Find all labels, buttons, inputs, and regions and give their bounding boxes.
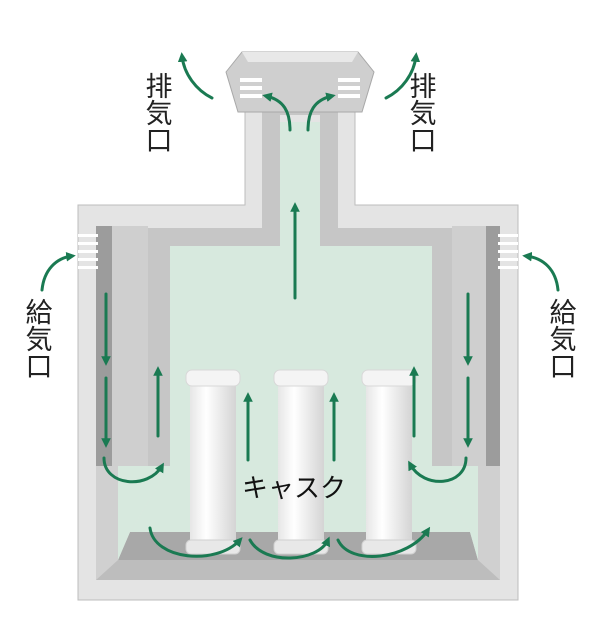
intake-vent-icon-right xyxy=(498,234,518,269)
exhaust-vent-icon-left xyxy=(240,78,262,98)
airflow-arrow-icon xyxy=(336,526,431,558)
airflow-arrow-icon xyxy=(306,92,336,132)
intake-label-right: 給気口 xyxy=(545,298,577,379)
exhaust-label-right: 排気口 xyxy=(405,72,436,153)
airflow-arrow-icon xyxy=(102,456,164,484)
exhaust-vent-icon-right xyxy=(338,78,360,98)
storage-building xyxy=(77,51,519,601)
airflow-arrow-icon xyxy=(248,536,330,560)
exhaust-label-left: 排気口 xyxy=(141,72,172,153)
intake-vent-icon-left xyxy=(78,234,98,269)
airflow-arrow-icon xyxy=(177,52,214,100)
airflow-arrow-icon xyxy=(148,526,243,558)
airflow-arrows xyxy=(40,52,560,560)
cask-label: キャスク xyxy=(242,474,346,504)
airflow-arrow-icon xyxy=(262,92,292,132)
cask-icon-right xyxy=(361,369,417,555)
cask-icon-center xyxy=(273,369,329,555)
airflow-arrow-icon xyxy=(40,251,76,292)
airflow-arrow-icon xyxy=(522,251,560,292)
airflow-arrow-icon xyxy=(408,456,468,483)
intake-label-left: 給気口 xyxy=(21,298,53,379)
cask-icon-left xyxy=(185,369,241,555)
airflow-arrow-icon xyxy=(384,52,421,100)
